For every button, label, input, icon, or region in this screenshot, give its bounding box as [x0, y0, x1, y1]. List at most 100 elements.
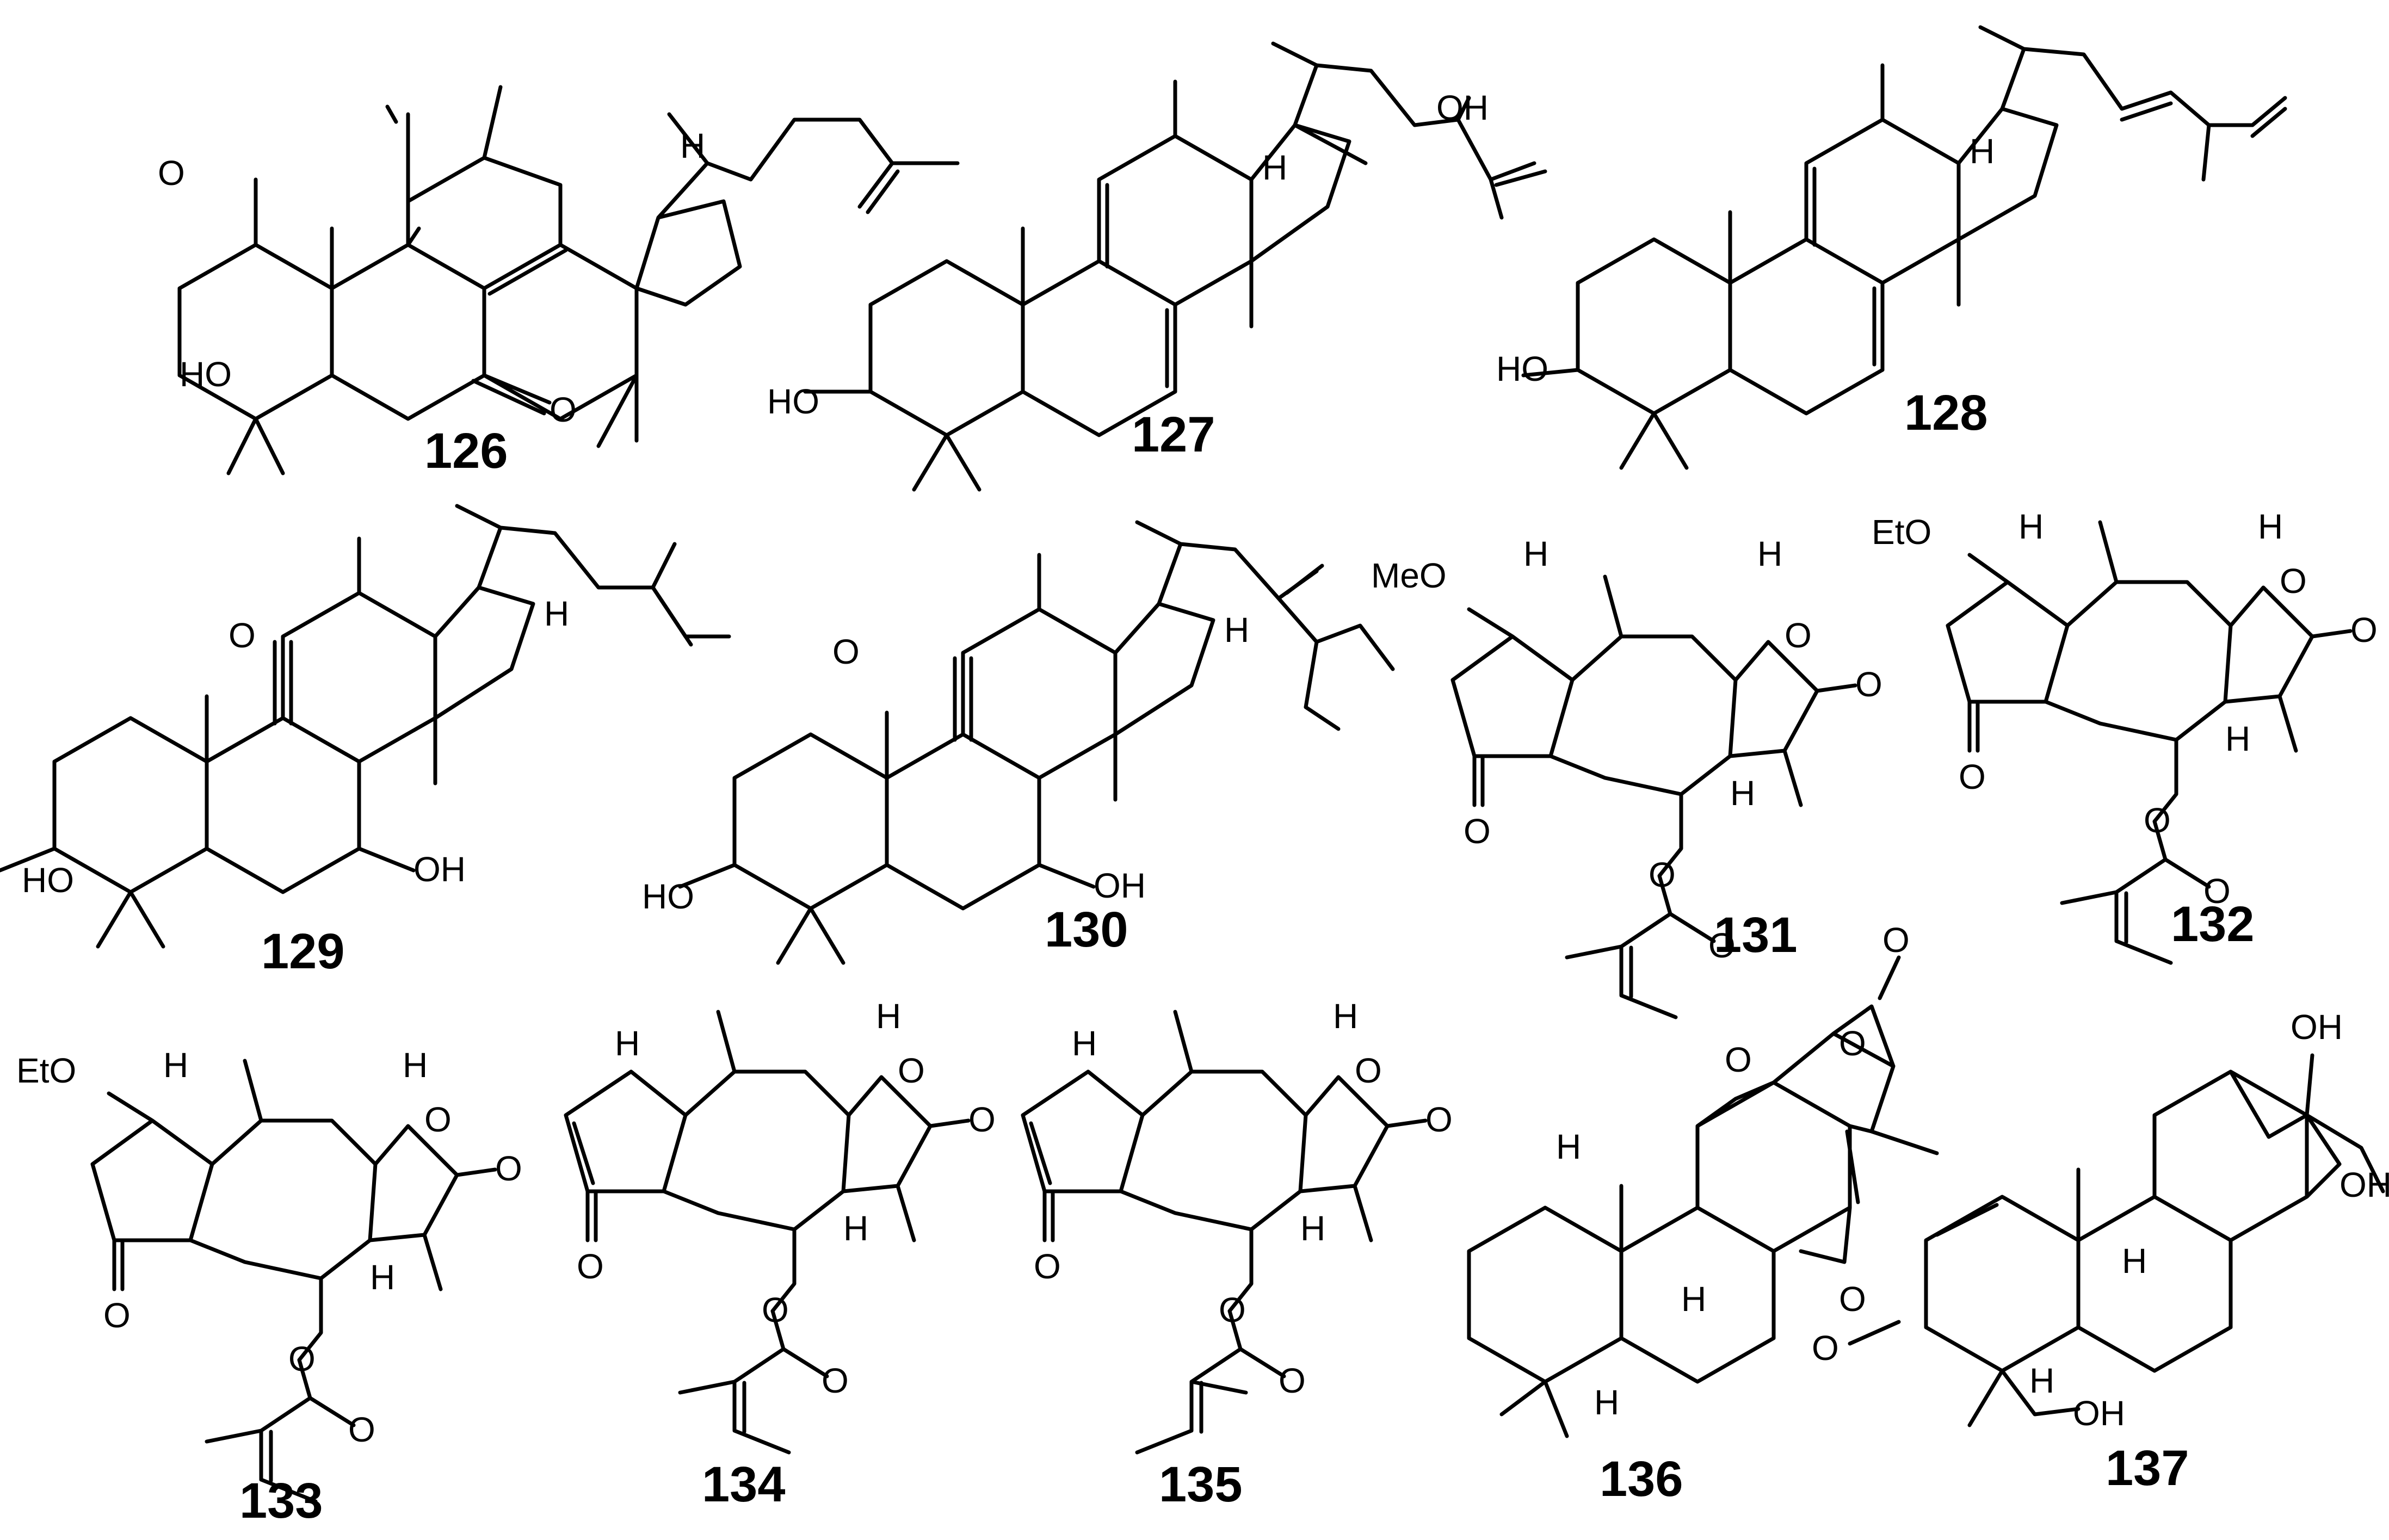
- bond-double: [273, 593, 693, 726]
- atom-label: O: [2203, 871, 2231, 911]
- compound-number: 126: [424, 423, 508, 479]
- atom-label: H: [843, 1209, 868, 1248]
- bond-double: [1105, 169, 1547, 388]
- atom-label: H: [1730, 774, 1755, 813]
- atom-label: O: [1785, 616, 1812, 655]
- atom-label: O: [968, 1100, 996, 1139]
- bond-skeleton: [678, 520, 1395, 965]
- atom-label: O: [1034, 1247, 1061, 1286]
- atom-label: OH: [2339, 1165, 2389, 1204]
- compound-number: 130: [1045, 902, 1128, 957]
- atom-label: HO: [1496, 349, 1548, 388]
- bond-double: [1976, 700, 2211, 944]
- compound-number: 134: [702, 1457, 786, 1512]
- bond-double: [1480, 754, 1716, 999]
- bond-double: [1845, 955, 1901, 1204]
- bond-skeleton: [803, 41, 1536, 492]
- compound-number: 132: [2171, 896, 2255, 952]
- compound-134: H H O O O H O O 134: [564, 997, 996, 1512]
- atom-label: O: [103, 1296, 131, 1335]
- atom-label: O: [1725, 1040, 1752, 1079]
- atom-label: H: [1262, 148, 1287, 187]
- bond-double: [1848, 1203, 1999, 1346]
- compound-126: O HO O H 126: [158, 85, 960, 479]
- compound-130: O HO OH H 130: [642, 520, 1395, 965]
- atom-label: O: [424, 1100, 452, 1139]
- compound-131: MeO H H O O O H O O 131: [1371, 534, 1882, 1019]
- atom-label: O: [495, 1149, 522, 1188]
- atom-label: HO: [767, 382, 819, 421]
- atom-label: O: [1649, 855, 1676, 894]
- compound-136: O O O H H O H 136: [1467, 920, 1939, 1507]
- compound-133: EtO H H O O O H O O 133: [16, 1046, 522, 1529]
- bond-double: [572, 1121, 829, 1434]
- bond-double: [385, 104, 900, 416]
- atom-label: O: [348, 1410, 375, 1449]
- atom-label: H: [1970, 132, 1995, 171]
- atom-label: O: [1425, 1100, 1453, 1139]
- atom-label: H: [370, 1258, 395, 1297]
- bond-double: [1029, 1121, 1286, 1434]
- atom-label: HO: [22, 861, 74, 900]
- atom-label: H: [163, 1046, 188, 1085]
- atom-label: O: [2144, 801, 2171, 840]
- atom-label: O: [898, 1051, 925, 1090]
- compound-127: HO H OH 127: [767, 41, 1547, 492]
- compound-129: O HO OH H 129: [0, 504, 731, 979]
- bond-skeleton: [1467, 1004, 1939, 1438]
- atom-label: H: [876, 997, 901, 1036]
- compound-number: 129: [261, 924, 345, 979]
- atom-label: O: [577, 1247, 604, 1286]
- bond-double: [120, 1238, 356, 1483]
- atom-label: OH: [2291, 1007, 2343, 1047]
- bond-skeleton: [0, 504, 731, 949]
- atom-label: EtO: [16, 1051, 76, 1090]
- atom-label: EtO: [1872, 512, 1931, 552]
- atom-label: O: [2280, 561, 2307, 601]
- compound-135: H H O O O H O O 135: [1021, 997, 1453, 1512]
- atom-label: H: [1072, 1024, 1097, 1063]
- atom-label: O: [1855, 665, 1882, 704]
- atom-label: OH: [1436, 88, 1489, 127]
- bond-double: [1812, 101, 2287, 367]
- atom-label: O: [1959, 757, 1986, 796]
- atom-label: H: [1594, 1383, 1619, 1422]
- compound-128: HO H 128: [1496, 25, 2287, 470]
- atom-label: O: [288, 1339, 316, 1378]
- atom-label: O: [822, 1361, 849, 1400]
- atom-label: OH: [2073, 1394, 2125, 1433]
- atom-label: O: [229, 616, 256, 655]
- atom-label: O: [832, 632, 860, 671]
- compound-number: 127: [1132, 407, 1215, 462]
- atom-label: O: [1219, 1290, 1246, 1329]
- atom-label: O: [2350, 610, 2378, 650]
- atom-label: OH: [413, 850, 466, 889]
- atom-label: MeO: [1371, 556, 1447, 595]
- atom-label: O: [550, 390, 577, 429]
- compound-132: EtO H H O O O H O O 132: [1872, 507, 2378, 965]
- atom-label: H: [1333, 997, 1358, 1036]
- compound-number: 135: [1159, 1457, 1243, 1512]
- compound-number: 128: [1904, 385, 1988, 441]
- atom-label: H: [1757, 534, 1782, 573]
- atom-label: O: [158, 153, 185, 193]
- atom-label: O: [1839, 1024, 1866, 1063]
- atom-label: H: [680, 126, 705, 165]
- atom-label: H: [1224, 610, 1249, 650]
- atom-label: H: [1681, 1279, 1706, 1319]
- compound-number: 136: [1600, 1451, 1683, 1507]
- atom-label: O: [1355, 1051, 1382, 1090]
- atom-label: H: [615, 1024, 640, 1063]
- atom-label: HO: [642, 877, 694, 916]
- compound-number: 131: [1714, 907, 1798, 963]
- atom-label: O: [1812, 1328, 1839, 1368]
- atom-label: H: [544, 594, 569, 633]
- atom-label: H: [1523, 534, 1548, 573]
- atom-label: H: [403, 1046, 428, 1085]
- atom-label: H: [1556, 1127, 1581, 1166]
- bond-skeleton: [1924, 1053, 2385, 1427]
- bond-double: [953, 564, 1324, 742]
- atom-label: O: [1708, 926, 1736, 965]
